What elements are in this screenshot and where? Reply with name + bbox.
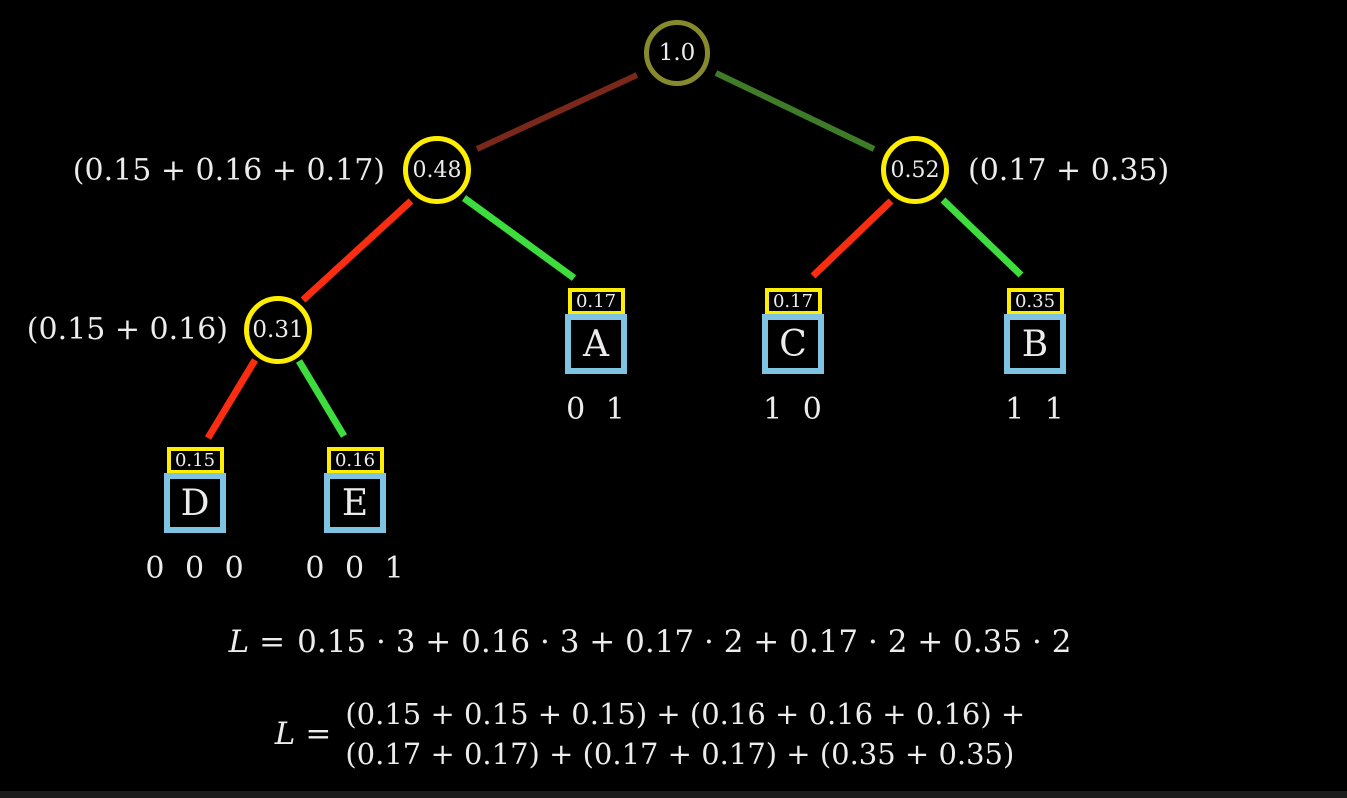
leaf-D: 0.15 D 0 0 0 bbox=[145, 447, 244, 586]
node-root: 1.0 bbox=[644, 20, 710, 86]
bottom-bar bbox=[0, 791, 1347, 798]
expanded-length-formula: L = (0.15 + 0.15 + 0.15) + (0.16 + 0.16 … bbox=[150, 694, 1150, 774]
node-031: 0.31 bbox=[244, 296, 312, 364]
leaf-E-probability-value: 0.16 bbox=[334, 450, 376, 471]
leaf-D-letter: D bbox=[164, 473, 226, 533]
node-052-value: 0.52 bbox=[890, 157, 940, 183]
node-031-value: 0.31 bbox=[252, 317, 304, 343]
node-052: 0.52 bbox=[881, 136, 949, 204]
edge-048-to-031 bbox=[300, 198, 414, 303]
average-length-formula: L = 0.15 · 3 + 0.16 · 3 + 0.17 · 2 + 0.1… bbox=[150, 624, 1150, 660]
leaf-A: 0.17 A 0 1 bbox=[564, 288, 628, 427]
leaf-B-probability: 0.35 bbox=[1006, 288, 1064, 315]
sum-label-048: (0.15 + 0.16 + 0.17) bbox=[72, 153, 385, 188]
formula1-equals: = bbox=[259, 624, 286, 660]
edge-031-to-E bbox=[295, 359, 348, 438]
leaf-E-code: 0 0 1 bbox=[305, 551, 405, 586]
leaf-A-probability-value: 0.17 bbox=[575, 291, 617, 312]
leaf-D-probability-value: 0.15 bbox=[174, 450, 216, 471]
formula2-variable: L bbox=[274, 716, 296, 752]
leaf-A-letter-value: A bbox=[583, 323, 609, 365]
leaf-B-letter: B bbox=[1004, 314, 1066, 374]
leaf-B: 0.35 B 1 1 bbox=[1003, 288, 1067, 427]
edge-048-to-A bbox=[461, 195, 577, 281]
leaf-C: 0.17 C 1 0 bbox=[761, 288, 825, 427]
node-root-value: 1.0 bbox=[658, 40, 696, 66]
edge-root-to-052 bbox=[714, 70, 876, 152]
leaf-B-code: 1 1 bbox=[1005, 392, 1065, 427]
leaf-E-letter-value: E bbox=[341, 482, 369, 524]
leaf-E-letter: E bbox=[324, 473, 386, 533]
leaf-D-letter-value: D bbox=[180, 482, 210, 524]
node-048-value: 0.48 bbox=[412, 157, 462, 183]
leaf-E: 0.16 E 0 0 1 bbox=[305, 447, 404, 586]
leaf-C-probability: 0.17 bbox=[764, 288, 822, 315]
sum-label-031: (0.15 + 0.16) bbox=[26, 312, 228, 347]
edge-root-to-048 bbox=[475, 72, 639, 152]
formula2-row2: (0.17 + 0.17) + (0.17 + 0.17) + (0.35 + … bbox=[345, 737, 1015, 771]
formula2-row1: (0.15 + 0.15 + 0.15) + (0.16 + 0.16 + 0.… bbox=[345, 697, 1026, 731]
formula1-variable: L bbox=[228, 624, 250, 660]
leaf-E-probability: 0.16 bbox=[326, 447, 384, 474]
leaf-B-letter-value: B bbox=[1021, 323, 1049, 365]
leaf-C-probability-value: 0.17 bbox=[772, 291, 814, 312]
sum-label-052: (0.17 + 0.35) bbox=[968, 153, 1170, 188]
edge-052-to-B bbox=[940, 197, 1024, 278]
leaf-C-letter: C bbox=[762, 314, 824, 374]
formula2-equals: = bbox=[305, 716, 332, 752]
leaf-C-letter-value: C bbox=[779, 323, 807, 365]
leaf-B-probability-value: 0.35 bbox=[1014, 291, 1056, 312]
edge-052-to-C bbox=[810, 198, 894, 279]
leaf-C-code: 1 0 bbox=[763, 392, 823, 427]
leaf-A-probability: 0.17 bbox=[567, 288, 625, 315]
formula1-expression: 0.15 · 3 + 0.16 · 3 + 0.17 · 2 + 0.17 · … bbox=[297, 624, 1072, 660]
leaf-A-letter: A bbox=[565, 314, 627, 374]
leaf-A-code: 0 1 bbox=[566, 392, 626, 427]
leaf-D-probability: 0.15 bbox=[166, 447, 224, 474]
edge-031-to-D bbox=[205, 358, 258, 440]
formula2-rows: (0.15 + 0.15 + 0.15) + (0.16 + 0.16 + 0.… bbox=[345, 694, 1025, 774]
leaf-D-code: 0 0 0 bbox=[145, 551, 245, 586]
node-048: 0.48 bbox=[403, 136, 471, 204]
